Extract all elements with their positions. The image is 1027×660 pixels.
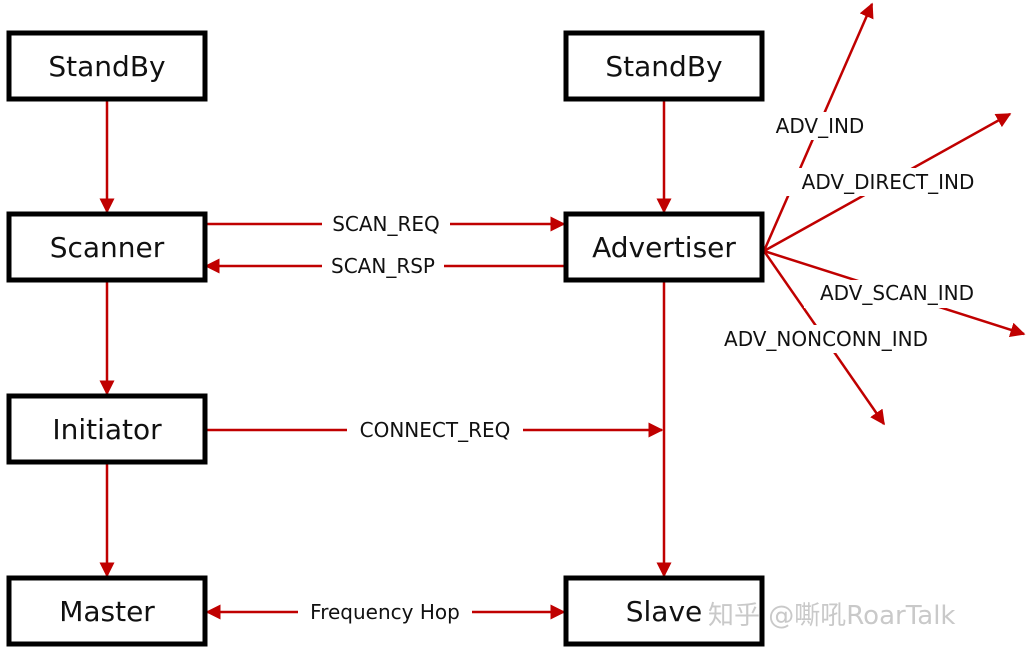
slave-box [563,575,765,647]
frequency-hop-label: Frequency Hop [310,600,460,624]
advertiser-label: Advertiser [592,231,736,264]
advertiser-box [563,211,765,283]
adv-ind-label: ADV_IND [776,114,865,138]
watermark: 知乎 @嘶吼RoarTalk [708,601,955,631]
scanner-box [6,211,208,283]
standby-right-box [563,30,765,102]
standby-right-label: StandBy [605,50,722,83]
standby-left-box [6,30,208,102]
standby-left-label: StandBy [48,50,165,83]
connect-req-label: CONNECT_REQ [360,418,511,442]
master-box [6,575,208,647]
initiator-box [6,393,208,465]
adv-direct-ind-label: ADV_DIRECT_IND [802,170,975,194]
scan-rsp-label: SCAN_RSP [331,254,435,278]
scan-req-label: SCAN_REQ [332,212,440,236]
adv-scan-ind-label: ADV_SCAN_IND [820,281,974,305]
slave-label: Slave [626,595,703,628]
master-label: Master [59,595,155,628]
scanner-label: Scanner [50,231,165,264]
adv-nonconn-ind-label: ADV_NONCONN_IND [724,327,928,351]
initiator-label: Initiator [52,413,162,446]
